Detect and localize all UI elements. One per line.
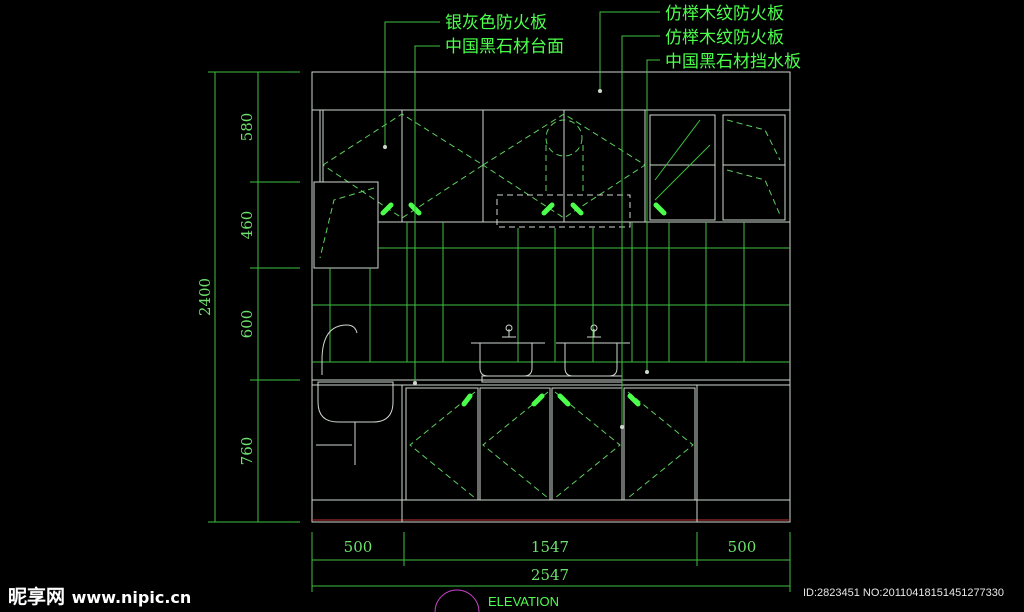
label-silver-gray-fireboard: 银灰色防火板: [445, 13, 547, 33]
watermark-logo: 昵享网: [8, 586, 66, 608]
dim-500-left: 500: [344, 538, 373, 556]
watermark-site: www.nipic.cn: [71, 588, 192, 607]
dim-1547: 1547: [531, 538, 569, 556]
dim-2547: 2547: [531, 566, 569, 584]
dim-2400: 2400: [196, 278, 214, 316]
label-beech-fireboard-1: 仿榉木纹防火板: [665, 4, 784, 24]
sink: [316, 324, 394, 465]
dim-580: 580: [238, 113, 256, 142]
image-id: ID:2823451 NO:20110418151451277330: [803, 587, 1005, 599]
dim-460: 460: [238, 211, 256, 240]
vertical-dimensions: 580 460 600 760 2400: [196, 71, 300, 523]
dim-600: 600: [238, 310, 256, 339]
upper-cabinets: [313, 110, 790, 269]
pots: [471, 324, 630, 383]
label-beech-fireboard-2: 仿榉木纹防火板: [665, 28, 784, 48]
dim-500-right: 500: [728, 538, 757, 556]
wall-outline: [311, 71, 791, 523]
label-black-stone-countertop: 中国黑石材台面: [445, 37, 564, 57]
elevation-title: ELEVATION: [488, 594, 559, 609]
horizontal-dimensions: 500 1547 500 2547: [311, 532, 791, 592]
label-black-stone-splashboard: 中国黑石材挡水板: [665, 52, 801, 72]
elevation-marker-icon: [434, 589, 480, 612]
base-cabinets: [312, 385, 790, 522]
leader-lines: [383, 11, 660, 429]
backsplash-tiles: [312, 222, 790, 363]
watermark: 昵享网 www.nipic.cn: [8, 582, 191, 609]
dim-760: 760: [238, 437, 256, 466]
